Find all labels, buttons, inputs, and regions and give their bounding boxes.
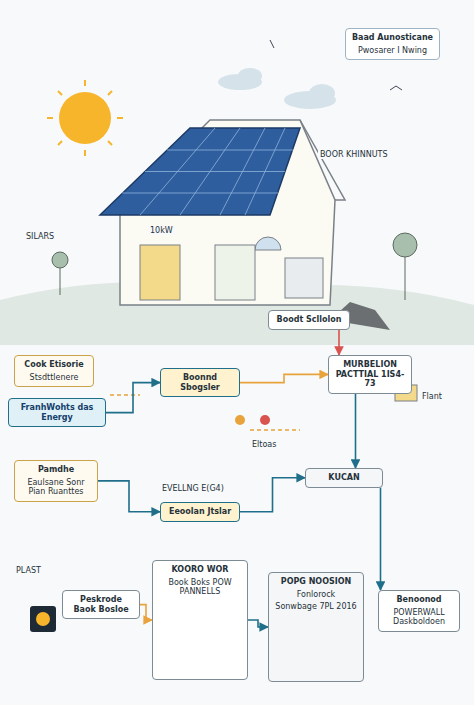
- process-box: POPG NOOSION FonlorockSonwbage 7PL 2016: [268, 572, 364, 682]
- process-box: Baad AunosticanePwosarer I Nwing: [345, 28, 440, 60]
- box-text: Stsdttlenere: [20, 373, 88, 383]
- junction: [235, 415, 245, 425]
- box-heading: Boonnd Sbogsler: [166, 373, 234, 392]
- box-heading: MURBELION PACTTIAL 1IS4-73: [334, 360, 406, 389]
- text-label: SILARS: [24, 232, 56, 241]
- process-box: Peskrode Baok Bosloe: [62, 590, 140, 619]
- box-heading: KOORO WOR: [158, 565, 242, 575]
- connector: [248, 620, 268, 627]
- box-heading: KUCAN: [311, 473, 377, 483]
- connector: [338, 330, 340, 355]
- process-box: Eeoolan Jtslar: [160, 502, 240, 522]
- window: [215, 245, 255, 300]
- connector: [98, 481, 160, 512]
- process-box: KOORO WOR Book Boks POW PANNELLS: [152, 560, 248, 680]
- process-box: PamdheEaulsane Sonr Pian Ruanttes: [14, 460, 98, 502]
- panel-grid: [122, 128, 293, 215]
- connector: [240, 374, 328, 382]
- device-icon-sun: [36, 612, 50, 626]
- box-text: Eaulsane Sonr Pian Ruanttes: [20, 478, 92, 497]
- process-box: Boodt Scllolon: [268, 310, 350, 330]
- connector: [240, 478, 305, 512]
- box-text: Sonwbage 7PL 2016: [274, 602, 358, 612]
- box-heading: Eeoolan Jtslar: [166, 507, 234, 517]
- inverter-unit: [285, 258, 323, 298]
- text-label: BOOR KHINNUTS: [318, 150, 389, 159]
- solar-roof: [100, 128, 300, 215]
- sun-rays: [47, 80, 123, 156]
- device-icon: [30, 606, 56, 632]
- process-box: Cook EtisorieStsdttlenere: [14, 355, 94, 387]
- box-heading: Boodt Scllolon: [274, 315, 344, 325]
- roof-edge: [300, 120, 345, 200]
- box-text: Pwosarer I Nwing: [351, 46, 434, 56]
- junction: [260, 415, 270, 425]
- box-heading: FranhWohts das Energy: [14, 403, 100, 422]
- process-box: KUCAN: [305, 468, 383, 488]
- process-box: BenoonodPOWERWALL Daskboldoen: [378, 590, 460, 632]
- connector: [380, 488, 382, 590]
- dashed-wire: [110, 395, 300, 430]
- box-heading: Baad Aunosticane: [351, 33, 434, 43]
- text-label: PLAST: [14, 566, 43, 575]
- text-label: Eltoas: [250, 440, 278, 449]
- process-box: FranhWohts das Energy: [8, 398, 106, 427]
- box-heading: Pamdhe: [20, 465, 92, 475]
- box-text: POWERWALL Daskboldoen: [384, 608, 454, 627]
- process-box: MURBELION PACTTIAL 1IS4-73: [328, 355, 412, 394]
- door-window: [140, 245, 180, 300]
- box-heading: Peskrode Baok Bosloe: [68, 595, 134, 614]
- connector: [140, 605, 152, 620]
- box-text: Book Boks POW PANNELLS: [158, 578, 242, 597]
- box-text: Fonlorock: [274, 590, 358, 600]
- connector: [106, 383, 160, 413]
- box-heading: Cook Etisorie: [20, 360, 88, 370]
- clouds: [218, 68, 336, 109]
- box-heading: Benoonod: [384, 595, 454, 605]
- text-label: EVELLNG E(G4): [160, 484, 226, 493]
- box-heading: POPG NOOSION: [274, 577, 358, 587]
- text-label: 10kW: [148, 226, 175, 235]
- round-window: [255, 237, 281, 250]
- sun: [59, 92, 111, 144]
- text-label: Flant: [420, 392, 444, 401]
- connector: [355, 394, 357, 468]
- process-box: Boonnd Sbogsler: [160, 368, 240, 397]
